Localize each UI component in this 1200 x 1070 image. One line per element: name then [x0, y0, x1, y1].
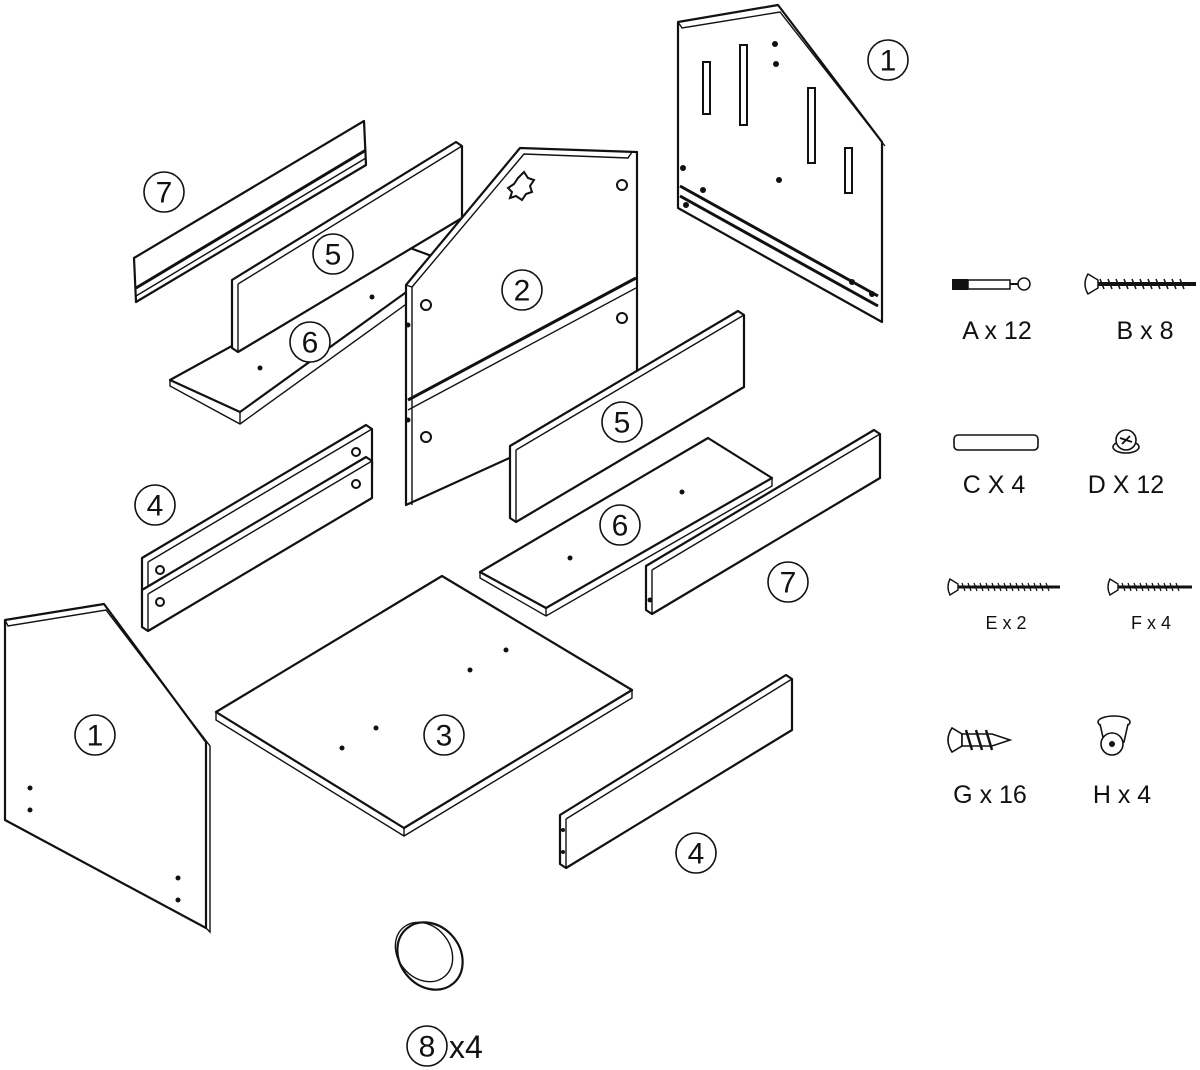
part-label-7-front: 7	[767, 561, 809, 603]
hardware-b-label: B x 8	[1117, 317, 1174, 345]
hardware-b-screw-icon	[1084, 272, 1196, 296]
svg-text:5: 5	[614, 407, 631, 440]
hardware-a-label: A x 12	[962, 317, 1032, 345]
hardware-d-cam-lock-icon	[1112, 429, 1140, 454]
part-label-5-back: 5	[312, 233, 354, 275]
part-label-1-back: 1	[867, 39, 909, 81]
hardware-e-screw-icon	[947, 577, 1060, 597]
part-1-side-panel-front	[3, 602, 211, 934]
part-4-board-front	[558, 673, 794, 870]
part-label-1-front: 1	[74, 714, 116, 756]
hardware-e-label: E x 2	[985, 613, 1026, 633]
part-label-3: 3	[423, 714, 465, 756]
hardware-c-label: C X 4	[963, 471, 1026, 499]
svg-text:7: 7	[780, 567, 797, 600]
svg-text:4: 4	[147, 490, 164, 523]
svg-text:8: 8	[419, 1031, 436, 1064]
part-7-rail-front	[644, 428, 882, 616]
hardware-h-label: H x 4	[1093, 781, 1151, 809]
svg-text:1: 1	[880, 45, 897, 78]
svg-text:3: 3	[436, 720, 453, 753]
svg-text:4: 4	[688, 838, 705, 871]
hardware-f-label: F x 4	[1131, 613, 1171, 633]
part-label-2: 2	[501, 269, 543, 311]
svg-text:6: 6	[302, 327, 319, 360]
part-label-6-front: 6	[599, 504, 641, 546]
part-label-4-rails: 4	[134, 484, 176, 526]
part-7-rail-back	[132, 119, 368, 304]
part-8-cap-icon	[394, 921, 464, 991]
hardware-d-label: D X 12	[1088, 471, 1164, 499]
svg-text:1: 1	[87, 720, 104, 753]
part-label-5-front: 5	[601, 401, 643, 443]
part-1-side-panel-back	[676, 3, 886, 324]
part-8-quantity: x4	[449, 1029, 483, 1065]
svg-text:5: 5	[325, 239, 342, 272]
svg-text:6: 6	[612, 510, 629, 543]
hardware-f-screw-icon	[1107, 577, 1192, 597]
svg-text:7: 7	[156, 177, 173, 210]
part-label-4-front: 4	[675, 832, 717, 874]
hardware-g-screw-icon	[947, 726, 1013, 754]
hardware-h-caster-icon	[1097, 715, 1131, 756]
part-label-7-back: 7	[143, 171, 185, 213]
svg-text:2: 2	[514, 275, 531, 308]
hardware-c-dowel-icon	[953, 434, 1039, 451]
hardware-a-cam-bolt-icon	[952, 277, 1031, 291]
part-label-6-back: 6	[289, 321, 331, 363]
part-3-bottom-board	[214, 574, 634, 837]
hardware-g-label: G x 16	[953, 781, 1027, 809]
part-4-rails-pair	[140, 423, 374, 633]
part-label-8: 8 x4	[406, 1025, 483, 1067]
